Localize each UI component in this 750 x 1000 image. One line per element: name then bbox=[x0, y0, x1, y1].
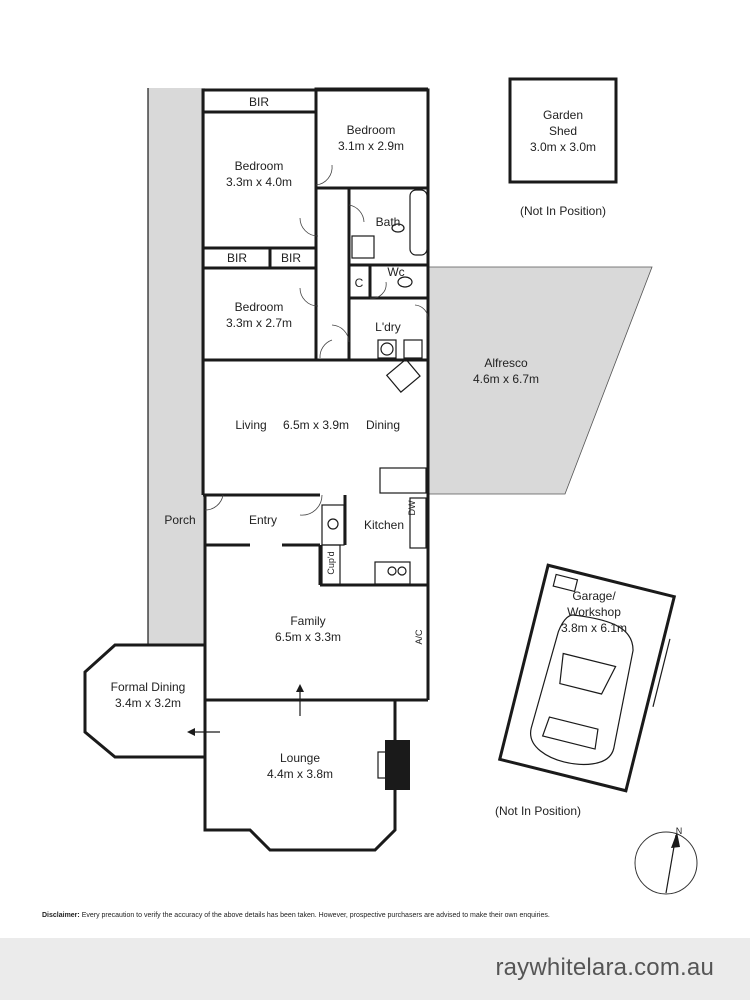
wc-label: Wc bbox=[387, 265, 404, 279]
direction-arrows bbox=[187, 684, 304, 736]
lounge-label: Lounge bbox=[280, 751, 320, 765]
bedroom-1-size: 3.3m x 4.0m bbox=[226, 175, 292, 189]
dw-label: DW bbox=[407, 500, 417, 515]
north-compass bbox=[634, 831, 698, 895]
bath-label: Bath bbox=[376, 215, 401, 229]
garden-shed-label-2: Shed bbox=[549, 124, 577, 138]
not-in-position-garage: (Not In Position) bbox=[495, 804, 581, 818]
ac-label: A/C bbox=[414, 629, 424, 645]
garage-label-2: Workshop bbox=[567, 605, 621, 619]
family-label: Family bbox=[290, 614, 325, 628]
disclaimer-label: Disclaimer: bbox=[42, 912, 80, 919]
bedroom-3-size: 3.3m x 2.7m bbox=[226, 316, 292, 330]
c-label: C bbox=[355, 276, 364, 290]
not-in-position-shed: (Not In Position) bbox=[520, 204, 606, 218]
room-labels: BIR Bedroom 3.1m x 2.9m Bedroom 3.3m x 4… bbox=[111, 95, 683, 836]
porch-area bbox=[148, 88, 205, 645]
living-label: Living bbox=[235, 418, 266, 432]
formal-dining-label: Formal Dining bbox=[111, 680, 186, 694]
disclaimer: Disclaimer: Every precaution to verify t… bbox=[42, 912, 722, 919]
footer-url[interactable]: raywhitelara.com.au bbox=[495, 954, 714, 981]
alfresco-area bbox=[428, 267, 652, 494]
kitchen-fixtures bbox=[321, 358, 427, 586]
living-size: 6.5m x 3.9m bbox=[283, 418, 349, 432]
cupd-label: Cup'd bbox=[326, 551, 336, 574]
porch-label: Porch bbox=[164, 513, 195, 527]
alfresco-size: 4.6m x 6.7m bbox=[473, 372, 539, 386]
bedroom-2-size: 3.1m x 2.9m bbox=[338, 139, 404, 153]
dining-label: Dining bbox=[366, 418, 400, 432]
garage bbox=[497, 563, 677, 793]
bathroom-fixtures bbox=[351, 189, 428, 359]
door-swings bbox=[204, 164, 429, 516]
ldry-label: L'dry bbox=[375, 320, 401, 334]
bedroom-1-label: Bedroom bbox=[235, 159, 284, 173]
garage-label-1: Garage/ bbox=[572, 589, 616, 603]
lounge-size: 4.4m x 3.8m bbox=[267, 767, 333, 781]
disclaimer-text: Every precaution to verify the accuracy … bbox=[81, 912, 550, 919]
bir-mid-label: BIR bbox=[281, 251, 301, 265]
garage-size: 3.8m x 6.1m bbox=[561, 621, 627, 635]
floor-plan: BIR Bedroom 3.1m x 2.9m Bedroom 3.3m x 4… bbox=[83, 77, 698, 895]
fireplace bbox=[377, 740, 410, 790]
north-label: N bbox=[676, 826, 683, 836]
main-walls bbox=[83, 87, 430, 852]
formal-dining-size: 3.4m x 3.2m bbox=[115, 696, 181, 710]
bedroom-2-label: Bedroom bbox=[347, 123, 396, 137]
kitchen-label: Kitchen bbox=[364, 518, 404, 532]
bir-top-label: BIR bbox=[249, 95, 269, 109]
bedroom-3-label: Bedroom bbox=[235, 300, 284, 314]
garden-shed-label-1: Garden bbox=[543, 108, 583, 122]
garden-shed-size: 3.0m x 3.0m bbox=[530, 140, 596, 154]
alfresco-label: Alfresco bbox=[484, 356, 528, 370]
bir-left-label: BIR bbox=[227, 251, 247, 265]
footer-bar: raywhitelara.com.au bbox=[0, 938, 750, 1000]
entry-label: Entry bbox=[249, 513, 277, 527]
family-size: 6.5m x 3.3m bbox=[275, 630, 341, 644]
